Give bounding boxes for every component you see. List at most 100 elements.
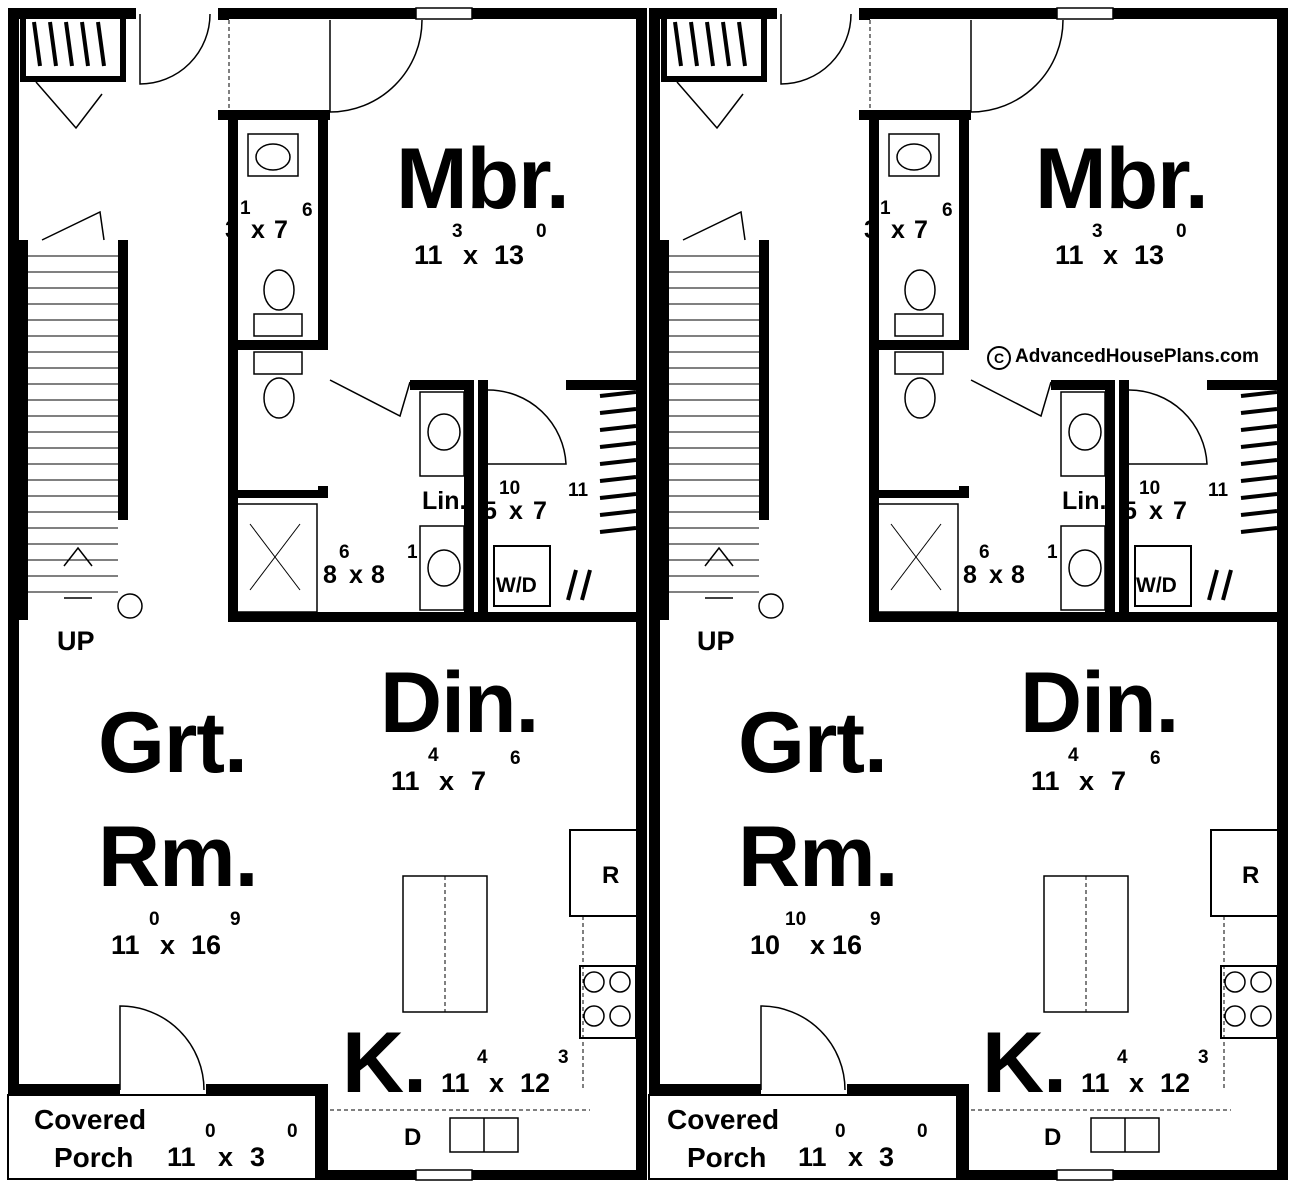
hanger (737, 21, 747, 67)
fridge (569, 829, 639, 917)
toilet (263, 377, 295, 419)
wall (228, 490, 328, 498)
exterior-wall-left (8, 8, 19, 1086)
shower-x (890, 523, 942, 591)
dishwasher-label: D (1044, 1124, 1062, 1151)
vanity (1060, 391, 1106, 477)
washer-dryer (1134, 545, 1192, 607)
bath-door-swing (970, 379, 1052, 418)
wall (566, 380, 642, 390)
fridge (1210, 829, 1280, 917)
wall (478, 380, 488, 620)
closet-hanger (599, 424, 637, 432)
exterior-wall-top-c (472, 8, 642, 19)
porch-label-1: Covered (34, 1104, 147, 1135)
copyright-icon: C (987, 346, 1011, 370)
closet-hanger (1240, 492, 1278, 500)
closet-wall (20, 76, 126, 82)
rm-label: Rm. (98, 809, 258, 905)
stair-door (41, 210, 105, 241)
rear-wall-b (472, 1170, 647, 1180)
sink-basin (1068, 413, 1102, 451)
range (1220, 965, 1278, 1039)
wall (466, 612, 642, 622)
laundry-door-swing (1128, 389, 1208, 465)
hanger (96, 21, 106, 67)
mbr-door-swing (329, 19, 423, 113)
rear-wall-b (1113, 1170, 1288, 1180)
closet-hanger (599, 407, 637, 415)
bath-wall (959, 110, 969, 340)
burner (609, 1005, 631, 1027)
newel (758, 593, 784, 619)
closet-hanger (1240, 390, 1278, 398)
porch-label-1: Covered (667, 1104, 780, 1135)
closet-hanger (599, 492, 637, 500)
toilet (904, 269, 936, 311)
front-wall-b (206, 1084, 328, 1095)
window (1056, 1169, 1114, 1181)
toilet-tank (894, 351, 944, 375)
exterior-wall-right (1277, 8, 1288, 1178)
mbr-door-swing (970, 19, 1064, 113)
closet-wall (20, 8, 26, 82)
closet-hanger (1240, 424, 1278, 432)
stair-up-label: UP (57, 626, 95, 656)
wall (1119, 380, 1129, 620)
dishwasher-label: D (404, 1124, 422, 1151)
closet-hanger (599, 475, 637, 483)
toilet (904, 377, 936, 419)
stair-wall (759, 240, 769, 520)
exterior-wall-left (649, 8, 660, 1086)
hanger (1221, 569, 1233, 601)
wall (869, 612, 1115, 622)
exterior-wall-top-a (8, 8, 136, 19)
exterior-wall-top-c (1113, 8, 1283, 19)
wall (218, 8, 229, 20)
bath-wall (869, 340, 969, 350)
sink (888, 133, 940, 177)
wall (1105, 380, 1115, 620)
rear-wall-a (957, 1170, 1057, 1180)
exterior-wall-top-b (218, 8, 416, 19)
wall (464, 380, 474, 620)
wall (218, 110, 330, 120)
din-label: Din. (1020, 655, 1179, 751)
porch-side-wall (957, 1084, 969, 1179)
hanger (566, 569, 578, 601)
wall (1207, 380, 1283, 390)
closet-wall (661, 8, 667, 82)
hanger (32, 21, 42, 67)
front-wall-a (8, 1084, 120, 1095)
wall (1051, 380, 1115, 390)
mbr-label: Mbr. (396, 131, 570, 227)
stair-wall (118, 240, 128, 520)
burner (609, 971, 631, 993)
vanity (419, 391, 465, 477)
sink (247, 133, 299, 177)
hanger (580, 569, 592, 601)
window (1056, 7, 1114, 20)
kitchen-label: K. (342, 1015, 427, 1111)
burner (1250, 1005, 1272, 1027)
burner (583, 1005, 605, 1027)
closet-hanger (1240, 458, 1278, 466)
stair-door (682, 210, 746, 241)
vanity (419, 525, 465, 611)
front-door-swing (760, 1005, 846, 1091)
wall (1107, 612, 1283, 622)
toilet-tank (253, 313, 303, 337)
toilet-tank (894, 313, 944, 337)
wall (859, 110, 971, 120)
grt-label: Grt. (738, 695, 888, 791)
toilet (263, 269, 295, 311)
porch-outline (7, 1094, 317, 1180)
closet-hanger (1240, 526, 1278, 534)
linen-label: Lin. (422, 487, 467, 515)
sink-basin (255, 143, 291, 171)
closet-wall (661, 76, 767, 82)
shower (877, 503, 959, 613)
closet-hanger (1240, 407, 1278, 415)
hanger (64, 21, 74, 67)
porch-label-2: Porch (687, 1142, 767, 1173)
